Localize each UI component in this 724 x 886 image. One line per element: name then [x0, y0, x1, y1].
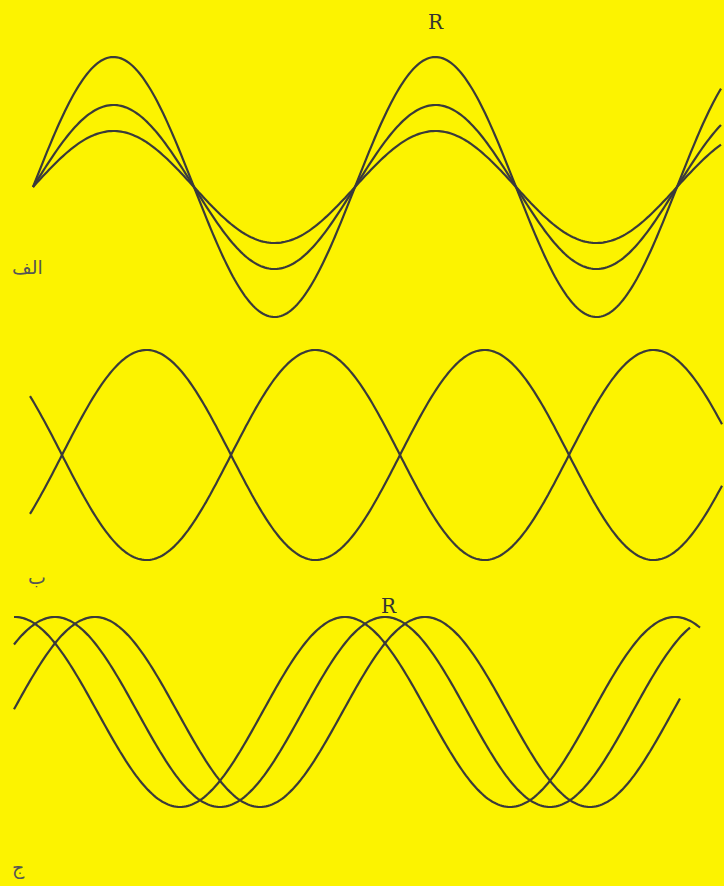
- point-label: R: [428, 12, 443, 32]
- wave-curve: [30, 350, 722, 560]
- wave-curve: [14, 617, 700, 807]
- wave-curve: [33, 131, 721, 243]
- panel-label: الف: [12, 258, 43, 277]
- standing-wave: [30, 350, 722, 560]
- wave-curve: [33, 105, 721, 269]
- travelling-wave: [14, 617, 700, 807]
- panel-label: ب: [28, 568, 46, 587]
- wave-curve: [14, 617, 690, 807]
- point-label: R: [381, 596, 396, 616]
- growing-wave: [33, 57, 721, 317]
- panel-label: ج: [12, 858, 24, 877]
- wave-curve: [14, 617, 680, 807]
- wave-curve: [30, 350, 722, 560]
- wave-curve: [33, 57, 721, 317]
